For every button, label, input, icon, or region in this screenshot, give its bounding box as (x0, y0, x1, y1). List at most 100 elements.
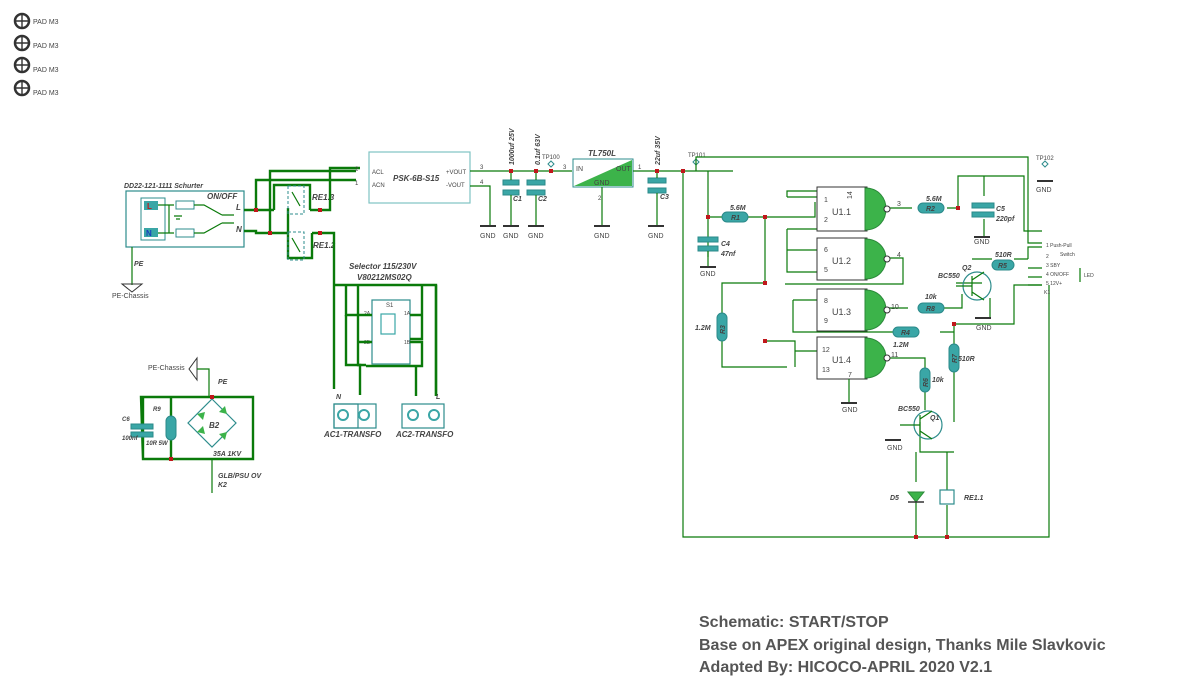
psu-pin: 1 (355, 181, 359, 187)
bridge-b2[interactable]: B2 35A 1KV (187, 398, 242, 458)
capacitor-c3[interactable]: 22uf 35V C3 (647, 135, 669, 226)
title-line-3: Adapted By: HICOCO-APRIL 2020 V2.1 (699, 659, 992, 676)
chassis-label: PE-Chassis (112, 293, 149, 300)
psu-acl: ACL (372, 170, 384, 176)
pad-icon[interactable] (13, 12, 31, 30)
svg-text:5 12V+: 5 12V+ (1046, 281, 1062, 287)
chassis-ground-icon (188, 356, 198, 382)
svg-text:1B: 1B (404, 340, 411, 346)
capacitor-c6-label: C6 (122, 417, 130, 423)
svg-text:GND: GND (974, 239, 990, 246)
gate-u14[interactable]: U1.4 12 13 11 7 (816, 336, 898, 380)
svg-text:1: 1 (638, 165, 642, 171)
capacitor-c5[interactable]: C5 220pf (971, 202, 1015, 223)
svg-text:4 ON/OFF: 4 ON/OFF (1046, 272, 1069, 278)
voltage-selector[interactable]: Selector 115/230V V80212MS02Q S1 2A 1A 2… (349, 262, 424, 368)
pad-icon[interactable] (13, 34, 31, 52)
capacitor-c4-label: C4 (721, 241, 730, 248)
resistor-r1[interactable]: R1 5.6M (721, 205, 749, 223)
mounting-pads: PAD M3 PAD M3 PAD M3 PAD M3 (13, 12, 59, 97)
gnd-symbol: GND (528, 225, 544, 240)
connector-ac1[interactable]: N AC1-TRANSFO (323, 394, 382, 439)
capacitor-c5-label: C5 (996, 206, 1005, 213)
gnd-symbol: GND (700, 266, 716, 278)
resistor-r4[interactable]: R4 1.2M (892, 326, 920, 349)
gnd-symbol: GND (975, 317, 992, 332)
testpoint-tp102[interactable]: TP102 (1036, 156, 1054, 168)
svg-text:GND: GND (887, 445, 903, 452)
gate-u12-label: U1.2 (832, 256, 851, 266)
svg-text:2: 2 (598, 196, 602, 202)
gate-u13-label: U1.3 (832, 307, 851, 317)
connector-k1[interactable]: 1 Push-Pull Switch 2 3 SBY 4 ON/OFF 5 12… (1044, 243, 1094, 296)
diode-d5[interactable]: D5 (890, 491, 926, 503)
resistor-r7[interactable]: R7 510R (948, 343, 975, 373)
bridge-pe-label: PE (218, 379, 228, 386)
ac2-l-label: L (436, 394, 440, 401)
pad-icon[interactable] (13, 79, 31, 97)
resistor-r7-value: 510R (958, 356, 975, 363)
resistor-r6-value: 10k (932, 377, 945, 384)
capacitor-c4[interactable]: C4 47nf (697, 236, 736, 267)
svg-text:1 Push-Pull: 1 Push-Pull (1046, 243, 1072, 249)
svg-text:3: 3 (897, 201, 901, 208)
regulator-gnd: GND (594, 180, 610, 187)
resistor-r9-value: 10R 5W (146, 441, 169, 447)
svg-text:10: 10 (891, 304, 899, 311)
transistor-q1[interactable]: Q1 BC550 (898, 406, 943, 440)
transistor-q1-type: BC550 (898, 406, 920, 413)
resistor-r8[interactable]: R8 10k (917, 294, 945, 314)
resistor-r5[interactable]: R5 510R (991, 252, 1015, 271)
relay-re11[interactable]: RE1.1 (939, 489, 984, 505)
gate-u11-label: U1.1 (832, 207, 851, 217)
pad-label: PAD M3 (33, 90, 59, 97)
regulator-tl750l[interactable]: TL750L IN OUT GND 3 1 2 (563, 149, 642, 202)
bridge-name: B2 (209, 421, 220, 430)
resistor-r6[interactable]: R6 10k (919, 367, 945, 393)
transistor-q2[interactable]: Q2 BC550 (938, 265, 992, 301)
connector-ac2-label: AC2-TRANSFO (395, 430, 454, 439)
pad-label: PAD M3 (33, 43, 59, 50)
psu-name: PSK-6B-S15 (393, 174, 440, 183)
svg-text:1A: 1A (404, 311, 411, 317)
selector-s1: S1 (386, 303, 394, 309)
resistor-r3[interactable]: R3 1.2M (695, 312, 728, 342)
svg-text:13: 13 (822, 367, 830, 374)
psu-vout-n: -VOUT (446, 183, 465, 189)
connector-ac2[interactable]: L AC2-TRANSFO (395, 394, 454, 439)
title-block: Schematic: START/STOP Base on APEX origi… (699, 614, 1106, 676)
connector-k2[interactable]: GLB/PSU OV K2 (218, 473, 263, 489)
led-label: LED (1084, 273, 1094, 279)
svg-text:2: 2 (824, 217, 828, 224)
resistor-r9[interactable]: R9 10R 5W (146, 407, 177, 447)
testpoint-tp101[interactable]: TP101 (688, 153, 706, 166)
pad-icon[interactable] (13, 56, 31, 74)
junction-nodes (169, 169, 960, 539)
gate-u12[interactable]: U1.2 6 5 4 (816, 237, 901, 281)
capacitor-c1[interactable]: 1000uf 25V C1 (502, 127, 522, 226)
resistor-r4-label: R4 (901, 330, 910, 337)
capacitor-c6[interactable]: C6 100nf (122, 417, 154, 442)
mains-inlet[interactable]: DD22-121-1111 Schurter L N ON/OFF L N (124, 183, 245, 248)
chassis-ground-icon (120, 283, 144, 293)
pad-label: PAD M3 (33, 19, 59, 26)
relay-re13[interactable]: RE1.3 (287, 185, 335, 215)
inlet-l-marker: L (147, 202, 152, 211)
svg-text:7: 7 (848, 372, 852, 379)
regulator-out: OUT (616, 166, 632, 173)
relay-re11-label: RE1.1 (964, 495, 984, 502)
psu-module[interactable]: ACL ACN PSK-6B-S15 +VOUT -VOUT 2 1 3 4 (355, 151, 484, 204)
gate-u13[interactable]: U1.3 8 9 10 (816, 288, 899, 332)
svg-text:2: 2 (1046, 254, 1049, 260)
resistor-r2[interactable]: R2 5.6M (917, 196, 945, 214)
svg-text:11: 11 (891, 352, 898, 359)
relay-re12[interactable]: RE1.2 (287, 231, 336, 261)
svg-text:8: 8 (824, 298, 828, 305)
svg-text:GND: GND (594, 233, 610, 240)
connector-k1-label: K1 (1044, 290, 1050, 296)
transistor-q2-type: BC550 (938, 273, 960, 280)
gate-u11[interactable]: U1.1 1 2 3 14 (816, 186, 901, 232)
svg-text:GND: GND (842, 407, 858, 414)
testpoint-tp100[interactable]: TP100 (542, 155, 560, 168)
capacitor-c2[interactable]: 0.1uf 63V C2 (526, 133, 547, 226)
